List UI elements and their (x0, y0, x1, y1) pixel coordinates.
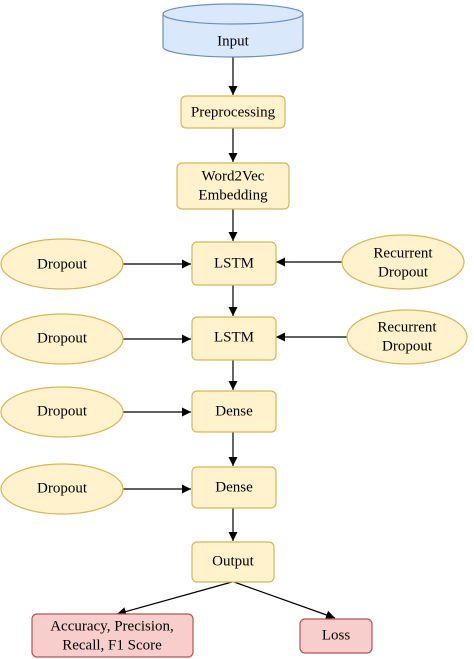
output-label: Output (212, 553, 255, 569)
node-lstm1: LSTM (191, 241, 277, 286)
node-dropout4: Dropout (0, 463, 124, 515)
dense2-label: Dense (215, 479, 253, 495)
input-cylinder-top (162, 3, 304, 25)
recurrent2-ellipse (346, 309, 468, 365)
dense1-box (191, 390, 277, 433)
word2vec-label-line1: Word2Vec (202, 168, 265, 184)
metrics-box (31, 613, 194, 658)
node-loss: Loss (299, 618, 373, 654)
loss-label: Loss (322, 627, 351, 643)
node-input: Input (162, 3, 304, 58)
edge-output-to-loss (233, 581, 336, 620)
dense2-box (191, 466, 277, 509)
dense1-label: Dense (215, 403, 253, 419)
node-dense1: Dense (191, 390, 277, 433)
edge-output-to-metrics (116, 581, 233, 616)
word2vec-box (176, 162, 290, 210)
node-metrics: Accuracy, Precision, Recall, F1 Score (31, 613, 194, 658)
word2vec-label-line2: Embedding (198, 187, 268, 203)
node-lstm2: LSTM (191, 316, 277, 361)
recurrent1-ellipse (341, 234, 465, 290)
dropout3-label: Dropout (37, 403, 88, 419)
dropout2-ellipse (0, 313, 124, 365)
node-dropout3: Dropout (0, 386, 124, 438)
dropout3-ellipse (0, 386, 124, 438)
metrics-label-line2: Recall, F1 Score (62, 637, 162, 653)
output-box (191, 541, 275, 583)
node-recurrent-dropout1: Recurrent Dropout (341, 234, 465, 290)
recurrent2-label-line1: Recurrent (377, 319, 437, 335)
dropout1-ellipse (0, 238, 124, 290)
node-preprocessing: Preprocessing (180, 95, 286, 129)
recurrent1-label-line2: Dropout (378, 264, 429, 280)
dropout4-ellipse (0, 463, 124, 515)
dropout2-label: Dropout (37, 330, 88, 346)
lstm2-box (191, 316, 277, 361)
dropout1-label: Dropout (37, 256, 88, 272)
preprocessing-label: Preprocessing (191, 104, 276, 120)
input-cylinder-body (162, 14, 304, 58)
node-dense2: Dense (191, 466, 277, 509)
lstm1-box (191, 241, 277, 286)
loss-box (299, 618, 373, 654)
dropout4-label: Dropout (37, 480, 88, 496)
metrics-label-line1: Accuracy, Precision, (50, 618, 174, 634)
node-recurrent-dropout2: Recurrent Dropout (346, 309, 468, 365)
input-label: Input (217, 33, 249, 49)
node-dropout2: Dropout (0, 313, 124, 365)
recurrent1-label-line1: Recurrent (373, 245, 433, 261)
recurrent2-label-line2: Dropout (382, 338, 433, 354)
node-dropout1: Dropout (0, 238, 124, 290)
node-word2vec: Word2Vec Embedding (176, 162, 290, 210)
lstm2-label: LSTM (214, 329, 254, 345)
lstm1-label: LSTM (214, 255, 254, 271)
preprocessing-box (180, 95, 286, 129)
node-output: Output (191, 541, 275, 583)
edges (116, 57, 347, 620)
